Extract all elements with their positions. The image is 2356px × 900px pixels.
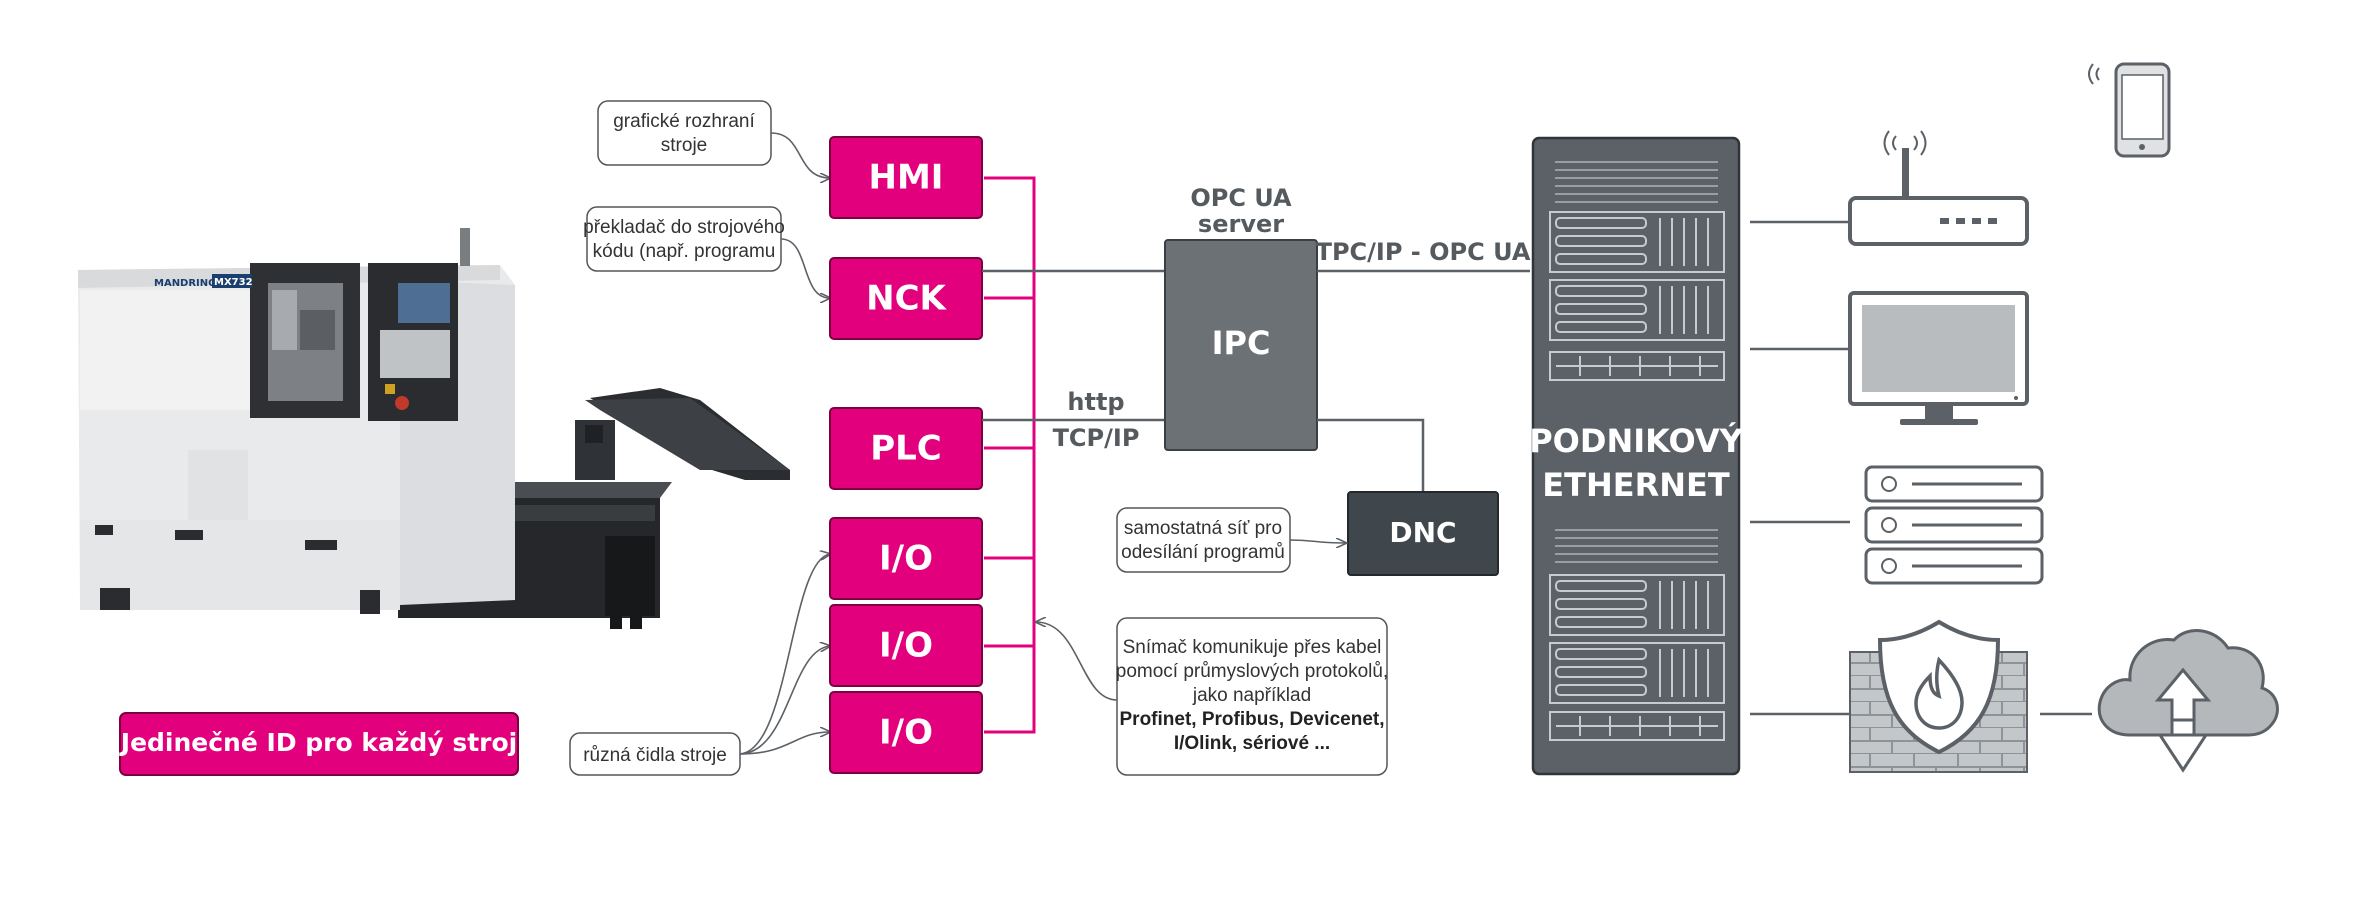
callout-hmi-description: grafické rozhraní stroje <box>597 100 772 166</box>
machine-brand-label: MANDRINO <box>154 278 217 289</box>
link-plc-label-1: http <box>1067 388 1124 416</box>
callout-protocols-line2: I/Olink, sériové ... <box>1174 733 1330 754</box>
cnc-machine-image: MANDRINO MX732 <box>78 228 790 629</box>
callout-dnc-line2: odesílání programů <box>1121 542 1285 563</box>
arrow-sensors-io2 <box>739 646 830 755</box>
callout-comm-line3: jako například <box>1192 685 1311 706</box>
callout-comm-line1: Snímač komunikuje přes kabel <box>1123 637 1382 658</box>
arrow-hmi-callout <box>770 132 830 178</box>
io-box-1: I/O <box>829 517 983 600</box>
firewall-icon <box>1849 619 2028 773</box>
opc-server-title-2: server <box>1198 210 1284 238</box>
nck-label: NCK <box>866 279 947 319</box>
plc-label: PLC <box>870 429 942 469</box>
io-box-3: I/O <box>829 691 983 774</box>
arrow-sensor-comm <box>1036 622 1118 701</box>
callout-hmi-line1: grafické rozhraní <box>613 111 755 132</box>
callout-sensor-communication: Snímač komunikuje přes kabel pomocí prům… <box>1116 617 1388 776</box>
io-label-3: I/O <box>879 713 933 753</box>
callout-protocols-line1: Profinet, Profibus, Devicenet, <box>1120 709 1385 730</box>
arrow-sensors-io3 <box>739 732 830 755</box>
ethernet-label-2: ETHERNET <box>1542 466 1730 504</box>
link-plc-label-2: TCP/IP <box>1053 424 1140 452</box>
ethernet-rack: PODNIKOVÝ ETHERNET <box>1529 136 1744 776</box>
nck-box: NCK <box>829 257 983 340</box>
controller-bus <box>984 176 1036 734</box>
ipc-label: IPC <box>1212 324 1271 362</box>
arrow-nck-callout <box>780 238 830 298</box>
plc-box: PLC <box>829 407 983 490</box>
link-ipc-dnc <box>1317 418 1425 492</box>
cloud-upload-download-icon <box>2097 629 2279 773</box>
ethernet-label-1: PODNIKOVÝ <box>1529 422 1743 460</box>
arrow-sensors-io1 <box>739 554 830 755</box>
dnc-box: DNC <box>1347 491 1499 576</box>
io-label-2: I/O <box>879 626 933 666</box>
machine-id-label: Jedinečné ID pro každý stroj <box>119 728 517 757</box>
callout-hmi-line2: stroje <box>661 135 707 156</box>
machine-model-label: MX732 <box>214 277 253 288</box>
arrow-dnc-callout <box>1289 540 1346 543</box>
hmi-box: HMI <box>829 136 983 219</box>
hmi-label: HMI <box>869 158 944 198</box>
ipc-box: IPC <box>1164 239 1318 451</box>
wifi-router-icon <box>1848 130 2029 246</box>
server-icon <box>1864 465 2044 585</box>
monitor-icon <box>1848 291 2029 425</box>
callout-comm-line2: pomocí průmyslových protokolů, <box>1116 661 1388 682</box>
callout-dnc-description: samostatná síť pro odesílání programů <box>1116 507 1291 573</box>
mobile-phone-icon <box>2088 62 2171 158</box>
callout-nck-line1: překladač do strojového <box>583 217 785 238</box>
callout-sensors: různá čidla stroje <box>569 732 741 776</box>
machine-id-badge: Jedinečné ID pro každý stroj <box>119 712 519 776</box>
link-ipc-ethernet-label: TPC/IP - OPC UA <box>1316 238 1531 266</box>
callout-nck-description: překladač do strojového kódu (např. prog… <box>583 206 785 272</box>
io-box-2: I/O <box>829 604 983 687</box>
dnc-label: DNC <box>1389 516 1456 549</box>
rack-device-links <box>1750 220 2092 716</box>
opc-server-title-1: OPC UA <box>1190 184 1292 212</box>
callout-sensors-label: různá čidla stroje <box>583 745 727 766</box>
callout-dnc-line1: samostatná síť pro <box>1124 518 1282 539</box>
io-label-1: I/O <box>879 539 933 579</box>
callout-nck-line2: kódu (např. programu <box>593 241 776 262</box>
